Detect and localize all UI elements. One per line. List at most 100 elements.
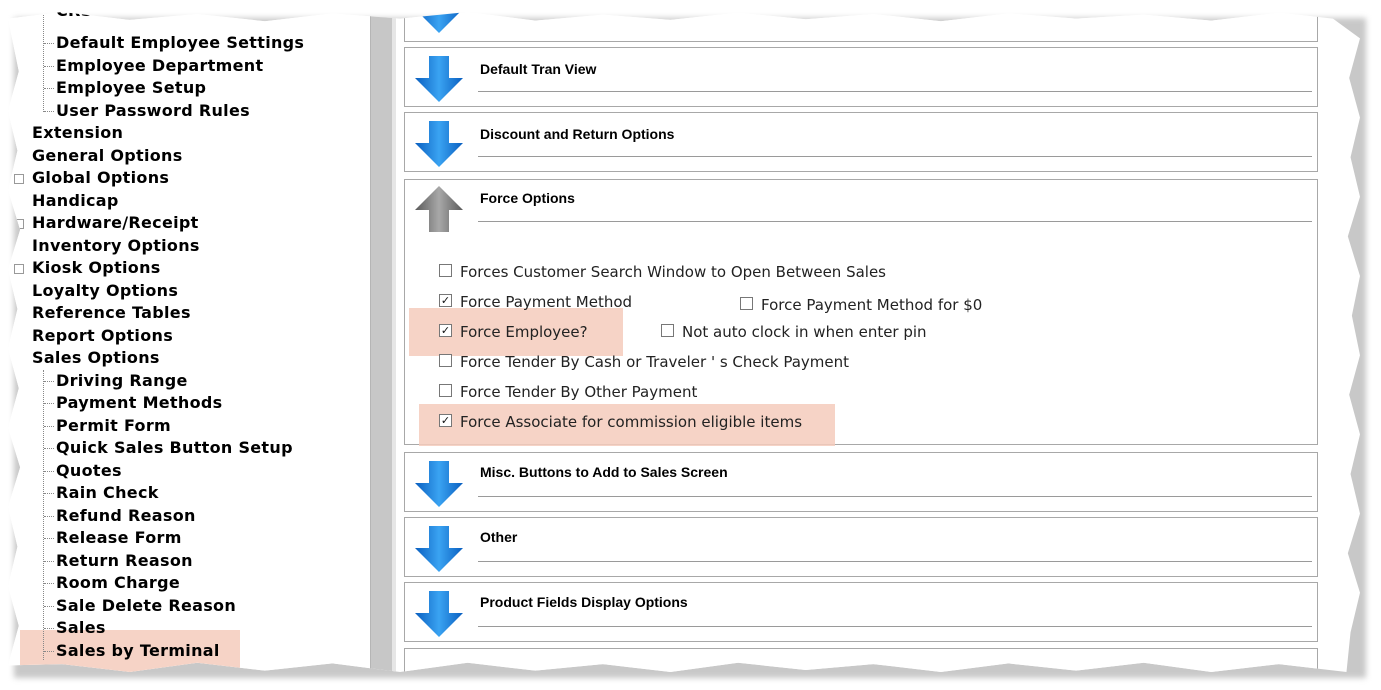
blue-down-arrow-icon[interactable]	[413, 526, 465, 574]
blue-down-arrow-icon[interactable]	[413, 12, 465, 35]
tree-connector	[44, 470, 54, 472]
checkbox-force-payment-method-zero[interactable]: Force Payment Method for $0	[740, 295, 982, 315]
tree-connector	[44, 448, 54, 449]
tree-connector	[44, 560, 54, 562]
panel-title: Misc. Buttons to Add to Sales Screen	[480, 464, 728, 480]
tree-item-handicap[interactable]: Handicap	[32, 190, 119, 210]
blue-down-arrow-icon[interactable]	[413, 121, 465, 169]
tree-item-room-charge[interactable]: Room Charge	[56, 573, 180, 592]
tree-item-user-password-rules[interactable]: User Password Rules	[56, 100, 250, 120]
tree-connector	[44, 110, 54, 112]
option-label: Force Associate for commission eligible …	[460, 413, 803, 431]
checkbox-box[interactable]	[439, 264, 452, 277]
panel-divider	[478, 496, 1312, 497]
panel-title: Discount and Return Options	[480, 126, 675, 142]
tree-item-kiosk-options[interactable]: Kiosk Options	[32, 258, 161, 277]
panel-misc-buttons[interactable]: Misc. Buttons to Add to Sales Screen	[404, 452, 1318, 512]
option-label: Force Payment Method for $0	[761, 296, 983, 314]
tree-item-general-options[interactable]: General Options	[32, 145, 183, 165]
option-label: Force Tender By Other Payment	[460, 383, 698, 401]
tree-item-employee-setup[interactable]: Employee Setup	[56, 78, 207, 97]
tree-item-reference-tables[interactable]: Reference Tables	[32, 303, 191, 322]
tree-item-rain-check[interactable]: Rain Check	[56, 483, 159, 502]
panel-other[interactable]: Other	[404, 517, 1318, 577]
tree-item-sales-by-terminal[interactable]: Sales by Terminal	[56, 640, 220, 660]
tree-connector	[44, 88, 54, 89]
tree-connector	[44, 628, 54, 629]
tree-connector	[44, 425, 54, 427]
checkmark-icon[interactable]: ✓	[439, 324, 452, 337]
option-label: Forces Customer Search Window to Open Be…	[460, 263, 886, 281]
expand-toggle-icon[interactable]	[14, 264, 24, 274]
tree-item-quick-sales-button-setup[interactable]: Quick Sales Button Setup	[56, 438, 293, 457]
gray-up-arrow-icon[interactable]	[413, 186, 465, 234]
expand-toggle-icon[interactable]	[14, 174, 24, 184]
panel-force-options[interactable]: Force Options Forces Customer Search Win…	[404, 179, 1318, 446]
option-label: Force Payment Method	[460, 293, 633, 311]
tree-item-inventory-options[interactable]: Inventory Options	[32, 235, 200, 255]
tree-item-return-reason[interactable]: Return Reason	[56, 550, 193, 570]
checkbox-box[interactable]	[740, 297, 753, 310]
option-label: Not auto clock in when enter pin	[682, 323, 927, 341]
tree-connector	[44, 605, 54, 607]
checkbox-force-associate[interactable]: ✓ Force Associate for commission eligible…	[439, 412, 802, 432]
checkbox-force-tender-other[interactable]: Force Tender By Other Payment	[439, 382, 697, 402]
panel-default-tran-view[interactable]: Default Tran View	[404, 47, 1318, 107]
tree-connector	[44, 380, 54, 382]
tree-connector	[44, 493, 54, 494]
tree-item-refund-reason[interactable]: Refund Reason	[56, 505, 196, 525]
checkbox-force-employee[interactable]: ✓Force Employee?	[439, 322, 588, 342]
tree-connector	[44, 583, 54, 584]
panel-title: Product Fields Display Options	[480, 594, 688, 610]
tree-connector	[43, 12, 44, 112]
blue-down-arrow-icon[interactable]	[413, 461, 465, 509]
tree-item-sale-delete-reason[interactable]: Sale Delete Reason	[56, 595, 237, 615]
tree-item-driving-range[interactable]: Driving Range	[56, 370, 188, 390]
tree-item-extension[interactable]: Extension	[32, 123, 124, 142]
tree-item-permit-form[interactable]: Permit Form	[56, 415, 171, 435]
panel-title: Default Tran View	[480, 61, 597, 77]
tree-scrollbar[interactable]	[370, 12, 393, 672]
tree-connector	[44, 650, 54, 652]
checkmark-icon[interactable]: ✓	[439, 294, 452, 307]
tree-item-quotes[interactable]: Quotes	[56, 460, 122, 480]
pane-splitter[interactable]	[392, 12, 396, 672]
panel-title: Force Options	[480, 190, 575, 206]
checkbox-box[interactable]	[439, 384, 452, 397]
tree-item-loyalty-options[interactable]: Loyalty Options	[32, 280, 179, 300]
panel-previous-partial	[404, 12, 1318, 42]
tree-connector	[44, 403, 54, 404]
panel-discount-return[interactable]: Discount and Return Options	[404, 112, 1318, 172]
settings-tree: CRS Header Default Employee SettingsEmpl…	[8, 12, 370, 672]
tree-item-sales[interactable]: Sales	[56, 618, 106, 637]
tree-item-sales-options[interactable]: Sales Options	[32, 348, 160, 367]
blue-down-arrow-icon[interactable]	[413, 591, 465, 639]
tree-connector	[44, 65, 54, 67]
panel-divider	[478, 221, 1312, 222]
panel-product-fields[interactable]: Product Fields Display Options	[404, 582, 1318, 642]
tree-item-payment-methods[interactable]: Payment Methods	[56, 393, 223, 412]
checkbox-not-auto-clock[interactable]: Not auto clock in when enter pin	[661, 322, 927, 342]
panel-title: Other	[480, 529, 518, 545]
checkmark-icon[interactable]: ✓	[439, 414, 452, 427]
screenshot-frame: CRS Header Default Employee SettingsEmpl…	[8, 12, 1360, 672]
checkbox-force-tender-cash[interactable]: Force Tender By Cash or Traveler ' s Che…	[439, 352, 849, 372]
checkbox-forces-customer-search[interactable]: Forces Customer Search Window to Open Be…	[439, 262, 886, 282]
tree-connector	[44, 515, 54, 517]
option-label: Force Tender By Cash or Traveler ' s Che…	[460, 353, 849, 371]
tree-item-employee-department[interactable]: Employee Department	[56, 55, 264, 75]
blue-down-arrow-icon[interactable]	[413, 56, 465, 104]
checkbox-box[interactable]	[439, 354, 452, 367]
checkbox-box[interactable]	[661, 324, 674, 337]
panel-divider	[478, 626, 1312, 627]
checkbox-force-payment-method[interactable]: ✓ Force Payment Method	[439, 292, 632, 312]
tree-item-hardware-receipt[interactable]: Hardware/Receipt	[32, 213, 199, 232]
tree-item-release-form[interactable]: Release Form	[56, 528, 182, 547]
tree-item-default-employee-settings[interactable]: Default Employee Settings	[56, 33, 305, 52]
panel-divider	[478, 156, 1312, 157]
tree-item-global-options[interactable]: Global Options	[32, 168, 170, 187]
tree-item-report-options[interactable]: Report Options	[32, 325, 174, 345]
panel-divider	[478, 91, 1312, 92]
tree-connector	[44, 43, 54, 44]
tree-item-crs-header[interactable]: CRS Header	[56, 12, 165, 22]
